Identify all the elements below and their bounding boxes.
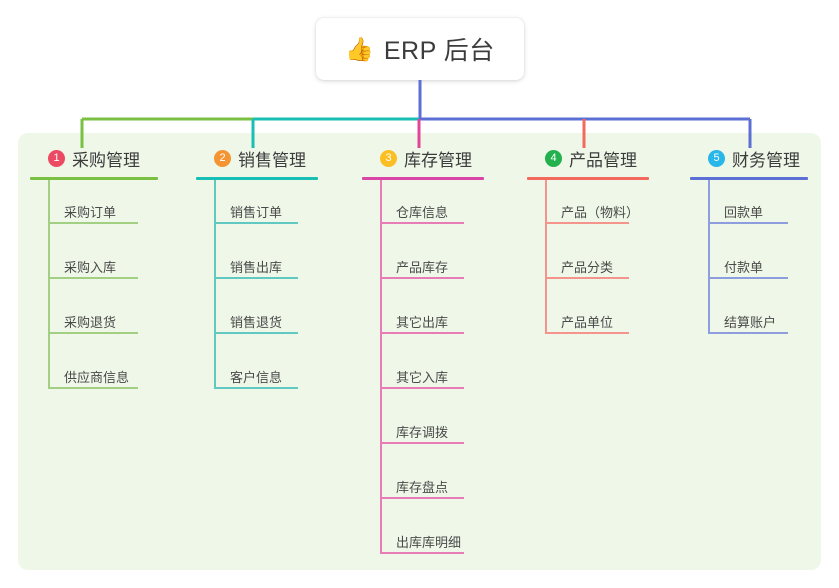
leaf-item-underline: [708, 222, 788, 224]
leaf-item-underline: [214, 277, 298, 279]
leaf-item-label[interactable]: 产品（物料）: [561, 205, 640, 220]
leaf-item-label[interactable]: 产品库存: [396, 260, 449, 275]
branch-header-2[interactable]: 2 销售管理: [196, 146, 318, 170]
branch-header-underline-2: [196, 177, 318, 180]
branch-badge-4: 4: [545, 149, 562, 167]
leaf-item-label[interactable]: 销售订单: [230, 205, 283, 220]
leaf-item-label[interactable]: 销售退货: [230, 315, 283, 330]
leaf-item-label[interactable]: 供应商信息: [64, 370, 130, 385]
leaf-item-label[interactable]: 销售出库: [230, 260, 283, 275]
leaf-item-underline: [48, 277, 138, 279]
leaf-item-underline: [380, 387, 464, 389]
branch-title-4: 产品管理: [569, 150, 637, 170]
branch-title-1: 采购管理: [72, 150, 140, 170]
leaf-item-underline: [380, 552, 464, 554]
leaf-item-label[interactable]: 其它出库: [396, 315, 449, 330]
leaf-item-underline: [48, 387, 138, 389]
branch-column-2: 2 销售管理销售订单销售出库销售退货客户信息: [196, 146, 318, 420]
leaf-item-label[interactable]: 产品单位: [561, 315, 614, 330]
leaf-item-label[interactable]: 仓库信息: [396, 205, 449, 220]
leaf-item-underline: [380, 497, 464, 499]
branch-title-3: 库存管理: [404, 150, 472, 170]
branch-leaf-list-5: 回款单付款单结算账户: [690, 180, 808, 365]
leaf-item-underline: [708, 277, 788, 279]
branch-leaf-list-2: 销售订单销售出库销售退货客户信息: [196, 180, 318, 420]
branch-spine-4: [545, 180, 547, 334]
leaf-item-label[interactable]: 结算账户: [724, 315, 777, 330]
leaf-item-label[interactable]: 产品分类: [561, 260, 614, 275]
branch-badge-1: 1: [48, 149, 65, 167]
root-node-title: ERP 后台: [383, 37, 495, 65]
branch-header-1[interactable]: 1 采购管理: [30, 146, 158, 170]
leaf-item-underline: [545, 332, 629, 334]
branch-leaf-list-4: 产品（物料） 产品分类产品单位: [527, 180, 649, 365]
branch-leaf-list-3: 仓库信息产品库存其它出库其它入库库存调拨库存盘点出库库明细: [362, 180, 484, 585]
branch-title-2: 销售管理: [238, 150, 306, 170]
branch-header-underline-4: [527, 177, 649, 180]
leaf-item-underline: [380, 222, 464, 224]
branch-header-3[interactable]: 3 库存管理: [362, 146, 484, 170]
leaf-item-underline: [380, 442, 464, 444]
branch-spine-2: [214, 180, 216, 389]
leaf-item-underline: [708, 332, 788, 334]
leaf-item-underline: [545, 277, 629, 279]
branch-header-underline-3: [362, 177, 484, 180]
branch-header-4[interactable]: 4 产品管理: [527, 146, 649, 170]
branch-header-5[interactable]: 5 财务管理: [690, 146, 808, 170]
leaf-item-underline: [48, 222, 138, 224]
leaf-item-underline: [545, 222, 629, 224]
leaf-item-label[interactable]: 库存调拨: [396, 425, 449, 440]
branch-spine-3: [380, 180, 382, 554]
leaf-item-label[interactable]: 回款单: [724, 205, 764, 220]
leaf-item-underline: [214, 222, 298, 224]
branch-column-1: 1 采购管理采购订单采购入库采购退货供应商信息: [30, 146, 158, 420]
thumbs-up-icon: 👍: [345, 35, 374, 62]
leaf-item-label[interactable]: 采购入库: [64, 260, 117, 275]
leaf-item-label[interactable]: 出库库明细: [396, 535, 462, 550]
leaf-item-label[interactable]: 采购退货: [64, 315, 117, 330]
leaf-item-label[interactable]: 库存盘点: [396, 480, 449, 495]
leaf-item-label[interactable]: 付款单: [724, 260, 764, 275]
leaf-item-underline: [214, 387, 298, 389]
leaf-item-label[interactable]: 客户信息: [230, 370, 283, 385]
branch-badge-3: 3: [380, 149, 397, 167]
leaf-item-underline: [48, 332, 138, 334]
branch-badge-2: 2: [214, 149, 231, 167]
branch-title-5: 财务管理: [732, 150, 800, 170]
branch-leaf-list-1: 采购订单采购入库采购退货供应商信息: [30, 180, 158, 420]
leaf-item-label[interactable]: 采购订单: [64, 205, 117, 220]
branch-column-5: 5 财务管理回款单付款单结算账户: [690, 146, 808, 365]
leaf-item-underline: [380, 332, 464, 334]
branch-header-underline-1: [30, 177, 158, 180]
branch-spine-1: [48, 180, 50, 389]
leaf-item-underline: [214, 332, 298, 334]
root-node[interactable]: 👍 ERP 后台: [316, 18, 524, 80]
branch-header-underline-5: [690, 177, 808, 180]
branch-column-3: 3 库存管理仓库信息产品库存其它出库其它入库库存调拨库存盘点出库库明细: [362, 146, 484, 585]
leaf-item-label[interactable]: 其它入库: [396, 370, 449, 385]
leaf-item-underline: [380, 277, 464, 279]
branch-badge-5: 5: [708, 149, 725, 167]
branch-column-4: 4 产品管理产品（物料） 产品分类产品单位: [527, 146, 649, 365]
branch-spine-5: [708, 180, 710, 334]
